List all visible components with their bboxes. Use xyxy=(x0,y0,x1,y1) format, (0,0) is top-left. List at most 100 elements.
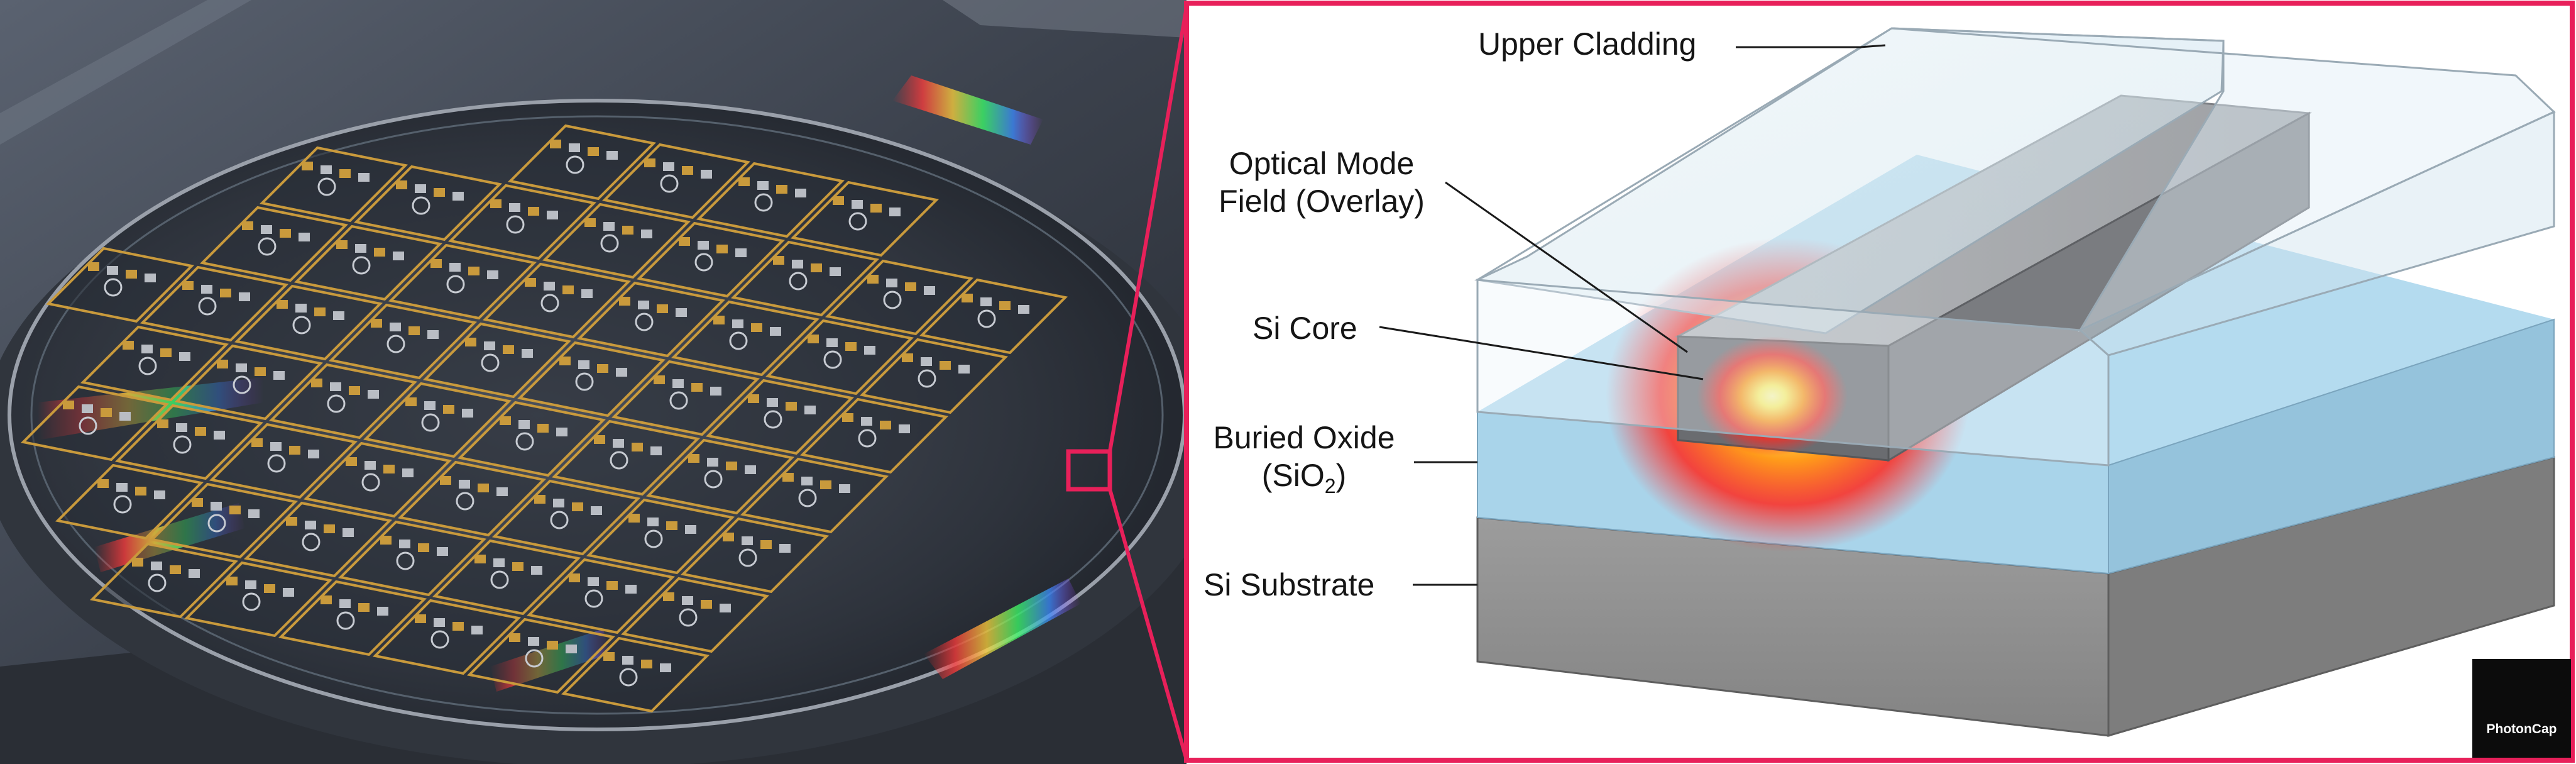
die-pad xyxy=(742,536,753,545)
die-pad xyxy=(132,558,143,567)
die-pad xyxy=(666,521,677,530)
die-pad xyxy=(845,342,857,351)
die-pad xyxy=(182,281,194,290)
die-pad xyxy=(248,509,260,518)
die-ring-resonator xyxy=(412,196,430,215)
die-pad xyxy=(710,387,721,396)
die-ring-resonator xyxy=(566,155,584,174)
die-pad xyxy=(773,256,784,265)
die-ring-resonator xyxy=(421,413,440,432)
die-pad xyxy=(638,301,649,309)
die-pad xyxy=(826,338,838,347)
die-pad xyxy=(641,660,652,668)
die-ring-resonator xyxy=(233,375,251,394)
die-pad xyxy=(393,252,404,260)
die-pad xyxy=(437,547,448,556)
die-ring-resonator xyxy=(302,533,321,551)
die-pad xyxy=(550,140,561,148)
die-ring-resonator xyxy=(292,316,311,335)
die-pad xyxy=(562,285,574,294)
die-pad xyxy=(525,278,536,287)
die-pad xyxy=(283,588,294,597)
die-pad xyxy=(581,289,593,298)
die-pad xyxy=(321,165,332,174)
die-pad xyxy=(572,502,583,511)
die-ring-resonator xyxy=(396,551,415,570)
die-ring-resonator xyxy=(198,297,217,316)
die-pad xyxy=(440,476,451,485)
die-pad xyxy=(647,518,659,526)
label-upper-cladding: Upper Cladding xyxy=(1478,26,1697,62)
die-pad xyxy=(591,506,602,515)
die-pad xyxy=(415,184,426,193)
die-pad xyxy=(434,188,445,197)
die-ring-resonator xyxy=(540,294,559,313)
die-pad xyxy=(408,326,420,335)
die-pad xyxy=(660,663,671,672)
die-pad xyxy=(738,177,750,186)
label-si-substrate: Si Substrate xyxy=(1203,567,1375,602)
label-optical-mode-line2: Field (Overlay) xyxy=(1219,184,1425,219)
die-pad xyxy=(154,490,165,499)
waveguide-cross-section xyxy=(1379,27,2556,738)
die-pad xyxy=(569,573,580,582)
die-pad xyxy=(921,357,932,366)
die-ring-resonator xyxy=(738,548,757,567)
die-pad xyxy=(321,595,332,604)
die-pad xyxy=(346,457,357,466)
die-ring-resonator xyxy=(600,234,619,253)
die-ring-resonator xyxy=(610,451,628,470)
die-pad xyxy=(396,180,407,189)
die-pad xyxy=(503,345,514,354)
die-pad xyxy=(808,335,819,343)
die-pad xyxy=(302,162,313,170)
die-pad xyxy=(452,622,464,631)
die-ring-resonator xyxy=(361,473,380,492)
die-ring-resonator xyxy=(446,275,465,294)
die-pad xyxy=(399,540,410,548)
die-pad xyxy=(157,419,168,428)
die-ring-resonator xyxy=(267,454,286,473)
die-pad xyxy=(870,204,882,213)
die-pad xyxy=(88,262,99,271)
die-pad xyxy=(578,360,589,369)
die-ring-resonator xyxy=(79,416,97,435)
die-pad xyxy=(632,443,643,451)
die-pad xyxy=(371,319,382,328)
die-pad xyxy=(767,398,778,407)
die-ring-resonator xyxy=(883,291,902,309)
die-pad xyxy=(176,423,187,432)
label-optical-mode-field: Optical Mode Field (Overlay) xyxy=(1199,145,1444,220)
die-pad xyxy=(522,349,533,358)
die-pad xyxy=(141,345,153,353)
die-pad xyxy=(556,428,567,436)
die-pad xyxy=(622,226,633,235)
die-ring-resonator xyxy=(207,514,226,533)
die-ring-resonator xyxy=(789,272,808,291)
label-buried-oxide-line2: (SiO2) xyxy=(1261,458,1347,497)
logo-text: PhotonCap xyxy=(2486,722,2557,736)
die-pad xyxy=(374,248,385,257)
die-pad xyxy=(339,599,351,608)
zoom-connector-bottom xyxy=(1108,489,1188,760)
die-ring-resonator xyxy=(644,529,663,548)
die-pad xyxy=(940,361,951,370)
die-pad xyxy=(500,416,511,425)
die-pad xyxy=(261,225,272,234)
die-pad xyxy=(584,218,596,227)
die-ring-resonator xyxy=(704,470,723,489)
die-ring-resonator xyxy=(798,489,817,507)
die-pad xyxy=(830,267,841,276)
die-pad xyxy=(566,645,577,653)
die-pad xyxy=(534,495,545,504)
die-pad xyxy=(358,173,370,182)
die-pad xyxy=(547,641,558,650)
die-ring-resonator xyxy=(258,237,277,256)
die-ring-resonator xyxy=(619,668,638,687)
die-pad xyxy=(839,484,850,493)
die-pad xyxy=(462,409,473,418)
die-pad xyxy=(698,241,709,250)
die-pad xyxy=(195,427,206,436)
die-pad xyxy=(189,569,200,578)
die-pad xyxy=(644,158,655,167)
